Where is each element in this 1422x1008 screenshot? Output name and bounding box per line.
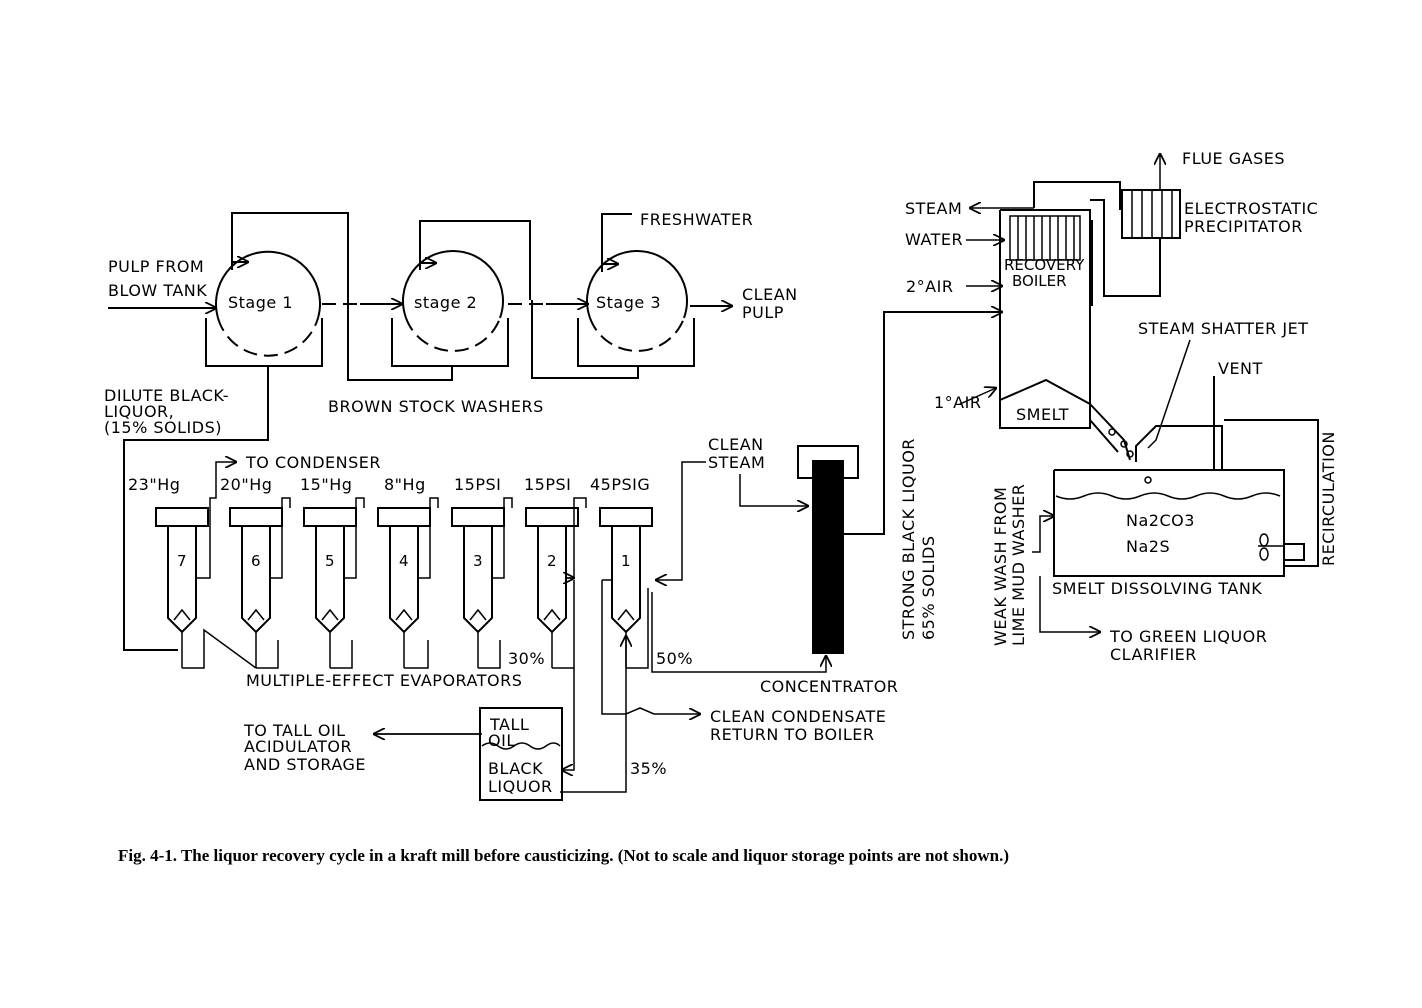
evaporator-effect-4 — [377, 507, 431, 668]
liquor-50-to-concentrator — [651, 592, 826, 673]
black-label: BLACK — [488, 759, 543, 778]
smelt-dissolving-tank-label: SMELT DISSOLVING TANK — [1052, 579, 1262, 598]
pct-50-label: 50% — [656, 649, 693, 668]
clean-steam-to-effect-1 — [656, 461, 706, 580]
lime-mud-washer-label: LIME MUD WASHER — [1009, 484, 1028, 646]
blow-tank-label: BLOW TANK — [108, 281, 207, 300]
pressure-effect-1: 45PSIG — [590, 475, 650, 494]
stage-2-label: stage 2 — [414, 293, 477, 312]
effect-5-number: 5 — [325, 552, 335, 570]
flue-gases-label: FLUE GASES — [1182, 149, 1285, 168]
evaporator-effect-3 — [451, 507, 505, 668]
evaporator-effect-5 — [303, 507, 357, 668]
water-label: WATER — [905, 230, 963, 249]
solids-65-label: 65% SOLIDS — [919, 535, 938, 640]
stage-3-label: Stage 3 — [596, 293, 661, 312]
clean-steam-to-concentrator — [739, 474, 808, 506]
multiple-effect-label: MULTIPLE-EFFECT EVAPORATORS — [246, 671, 522, 690]
tall-oil-tank — [374, 707, 563, 801]
primary-air-label: 1°AIR — [934, 393, 981, 412]
pressure-effect-3: 15PSI — [454, 475, 501, 494]
evaporator-effect-6 — [229, 507, 283, 668]
to-tall-oil-label: TO TALL OIL — [243, 721, 346, 740]
clean-steam-steam-label: STEAM — [708, 453, 765, 472]
brown-stock-washers — [108, 212, 732, 651]
pct-35-label: 35% — [630, 759, 667, 778]
pct-30-label: 30% — [508, 649, 545, 668]
green-liquor-out — [1039, 576, 1100, 632]
pulp-label: PULP — [742, 303, 784, 322]
pressure-effect-7: 23"Hg — [128, 475, 180, 494]
boiler-tubes — [1009, 215, 1081, 261]
multiple-effect-evaporators — [155, 461, 826, 793]
pressure-effect-4: 8"Hg — [384, 475, 426, 494]
washer-stage-3 — [531, 213, 695, 379]
pulp-from-label: PULP FROM — [108, 257, 204, 276]
and-storage-label: AND STORAGE — [244, 755, 366, 774]
figure-caption: Fig. 4-1. The liquor recovery cycle in a… — [118, 846, 1010, 865]
concentrator-label: CONCENTRATOR — [760, 677, 898, 696]
secondary-air-label: 2°AIR — [906, 277, 953, 296]
to-condenser-label: TO CONDENSER — [245, 453, 381, 472]
clean-condensate-arrow — [601, 580, 700, 714]
effect-2-number: 2 — [547, 552, 557, 570]
pressure-effect-2: 15PSI — [524, 475, 571, 494]
primary-air-arrow — [959, 388, 996, 405]
effect-4-number: 4 — [399, 552, 409, 570]
mixer-icon — [1258, 533, 1284, 561]
evaporator-effect-2 — [525, 507, 579, 668]
effect-3-number: 3 — [473, 552, 483, 570]
precipitator-label: PRECIPITATOR — [1184, 217, 1303, 236]
clean-steam-clean-label: CLEAN — [708, 435, 764, 454]
clean-label: CLEAN — [742, 285, 798, 304]
weak-wash-inlet — [1032, 516, 1054, 553]
brown-stock-washers-label: BROWN STOCK WASHERS — [328, 397, 544, 416]
washer-stage-2 — [347, 220, 531, 381]
recovery-boiler — [959, 181, 1161, 461]
smelt-label: SMELT — [1016, 405, 1069, 424]
pressure-effect-6: 20"Hg — [220, 475, 272, 494]
effect-6-number: 6 — [251, 552, 261, 570]
boiler-label: BOILER — [1012, 272, 1067, 290]
to-green-liquor-label: TO GREEN LIQUOR — [1109, 627, 1267, 646]
recovery-label: RECOVERY — [1004, 256, 1085, 274]
return-to-boiler-label: RETURN TO BOILER — [710, 725, 874, 744]
liquor-tank-label: LIQUOR — [488, 777, 553, 796]
effect-7-number: 7 — [177, 552, 187, 570]
electrostatic-label: ELECTROSTATIC — [1184, 199, 1318, 218]
na2co3-label: Na2CO3 — [1126, 511, 1195, 530]
stage-1-label: Stage 1 — [228, 293, 293, 312]
strong-black-liquor-label: STRONG BLACK LIQUOR — [899, 438, 918, 640]
weak-wash-label: WEAK WASH FROM — [991, 487, 1010, 646]
clean-condensate-label: CLEAN CONDENSATE — [710, 707, 886, 726]
vent-label: VENT — [1218, 359, 1263, 378]
strong-black-liquor-line — [844, 312, 1002, 535]
freshwater-label: FRESHWATER — [640, 210, 753, 229]
tall-label: TALL — [489, 715, 529, 734]
recirculation-label: RECIRCULATION — [1319, 431, 1338, 566]
steam-label: STEAM — [905, 199, 962, 218]
oil-label: OIL — [488, 731, 516, 750]
acidulator-label: ACIDULATOR — [244, 737, 352, 756]
pressure-effect-5: 15"Hg — [300, 475, 352, 494]
liquor-label: LIQUOR, — [104, 402, 174, 421]
effect-1-number: 1 — [621, 552, 631, 570]
smelt-dissolving-tank — [1032, 339, 1319, 632]
steam-shatter-jet-label: STEAM SHATTER JET — [1138, 319, 1308, 338]
na2s-label: Na2S — [1126, 537, 1170, 556]
electrostatic-precipitator — [1121, 154, 1181, 239]
evaporator-effect-7 — [155, 507, 209, 668]
washer-stage-1 — [123, 212, 349, 651]
dilute-black-label: DILUTE BLACK- — [104, 386, 229, 405]
clarifier-label: CLARIFIER — [1110, 645, 1197, 664]
concentrator — [739, 312, 1002, 654]
solids-15-label: (15% SOLIDS) — [104, 418, 222, 437]
